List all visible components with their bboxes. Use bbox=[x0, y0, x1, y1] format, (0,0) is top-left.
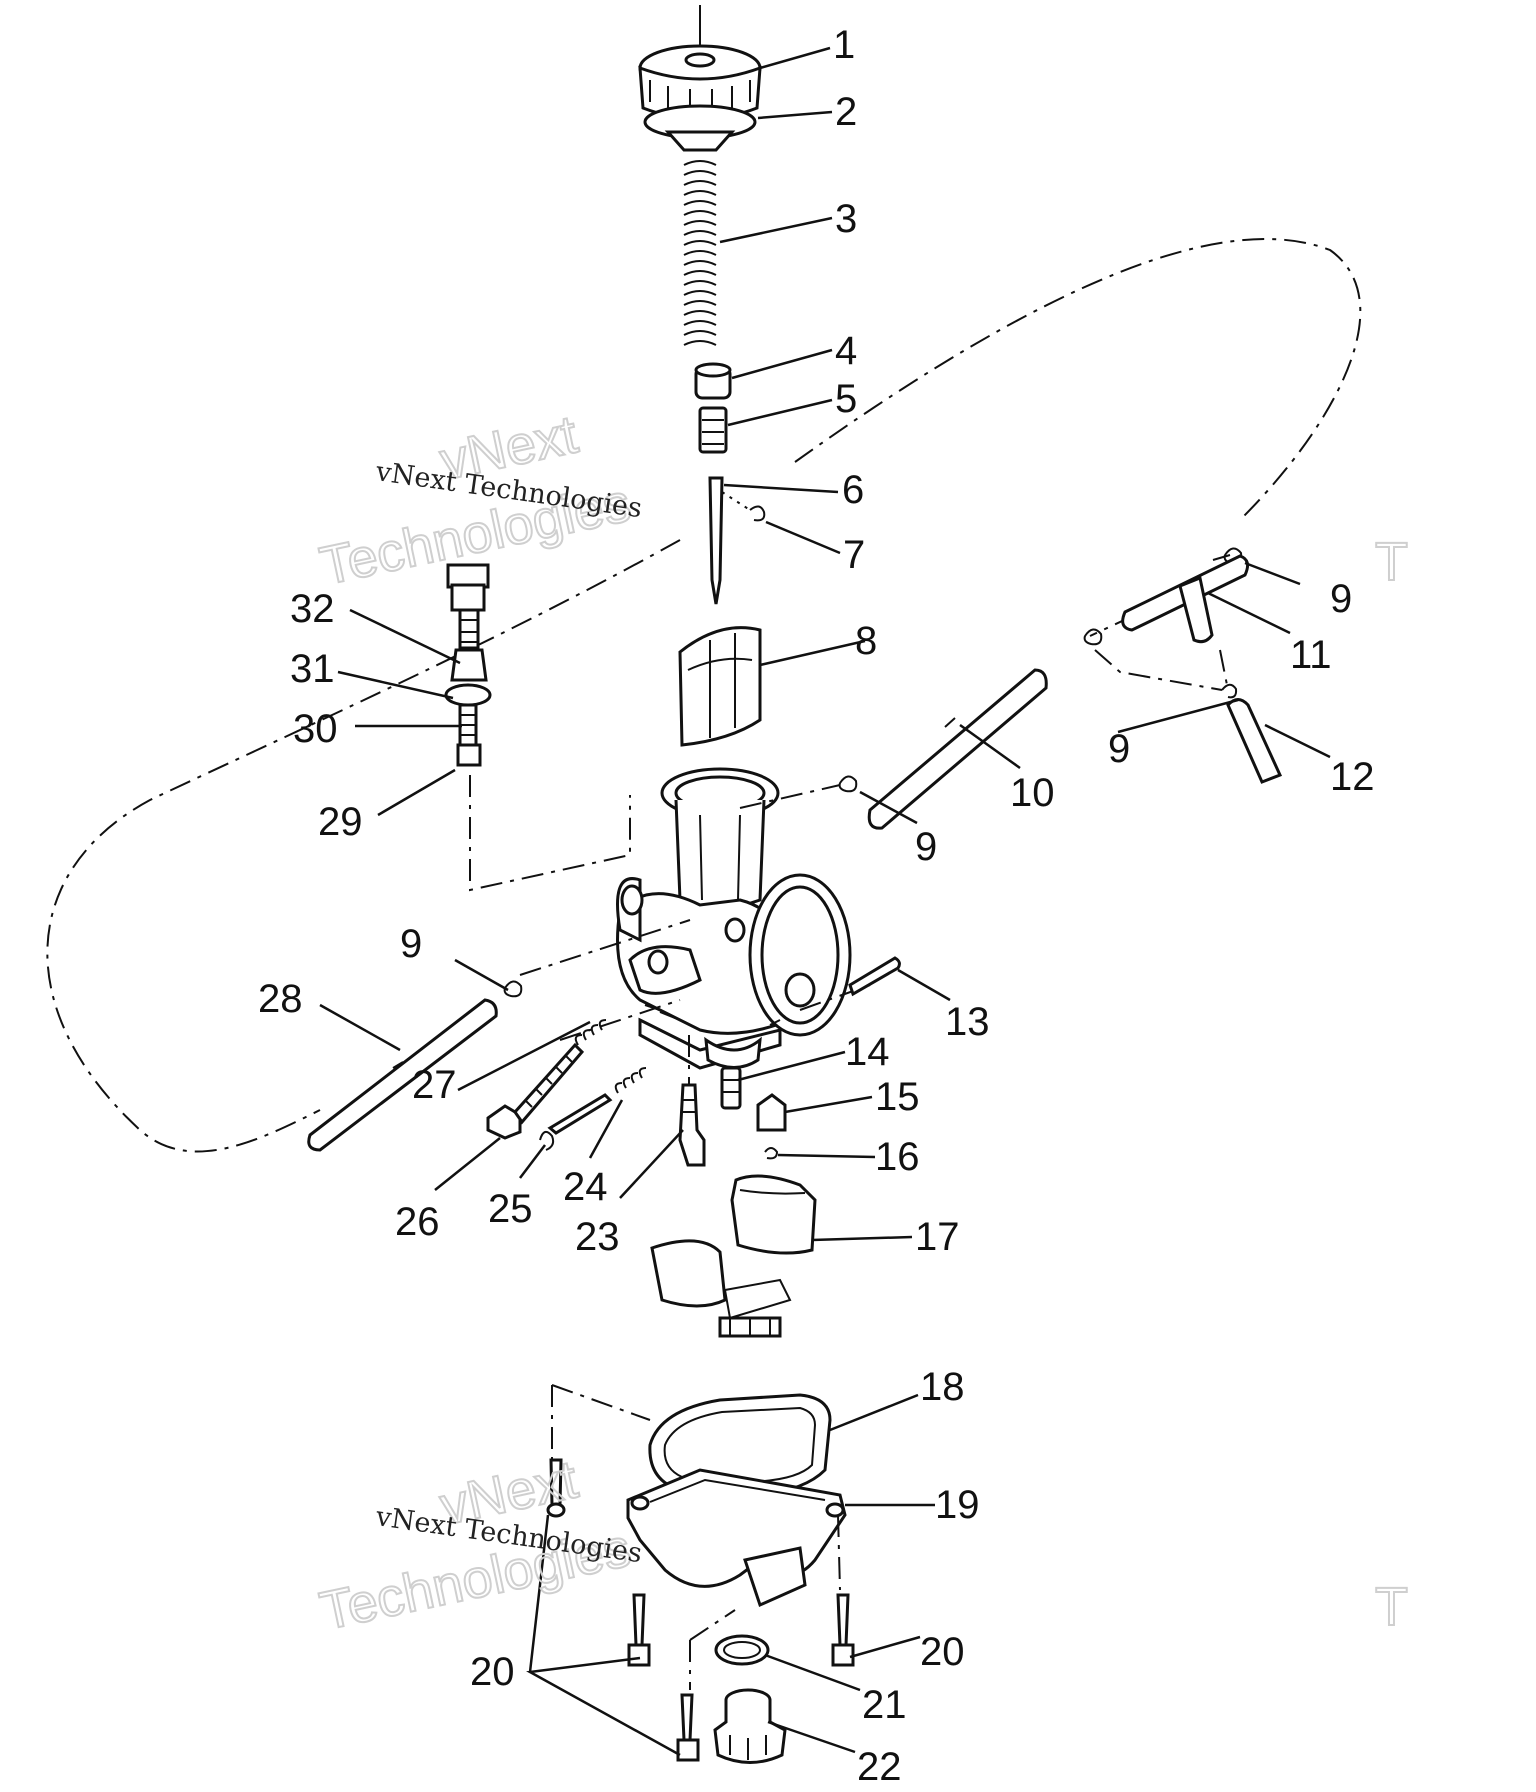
vent-hose-right bbox=[867, 668, 1048, 830]
vent-hose-left bbox=[307, 998, 498, 1152]
callout-20-right: 20 bbox=[920, 1630, 965, 1674]
pilot-air-screw bbox=[848, 956, 901, 997]
callout-20-left: 20 bbox=[470, 1650, 515, 1694]
watermark-lower: vNext Technologies vNext Technologies bbox=[314, 1448, 644, 1642]
callout-28: 28 bbox=[258, 977, 303, 1021]
callout-32: 32 bbox=[290, 587, 335, 631]
hose-clamp bbox=[1221, 683, 1238, 699]
callout-11: 11 bbox=[1290, 633, 1332, 677]
callout-9-left: 9 bbox=[400, 922, 422, 966]
jet-needle bbox=[708, 476, 724, 605]
needle-clip bbox=[749, 505, 766, 522]
callout-21: 21 bbox=[862, 1683, 907, 1727]
callout-14: 14 bbox=[845, 1030, 890, 1074]
callout-13: 13 bbox=[945, 1000, 990, 1044]
cable-loop bbox=[794, 238, 1362, 521]
callout-5: 5 bbox=[835, 377, 857, 421]
needle-jet bbox=[678, 1083, 706, 1167]
callout-10: 10 bbox=[1010, 771, 1055, 815]
throttle-spring bbox=[683, 160, 717, 346]
carb-top-cap bbox=[638, 5, 762, 152]
idle-screw-spring bbox=[614, 1067, 647, 1094]
callout-30: 30 bbox=[293, 707, 338, 751]
callout-23: 23 bbox=[575, 1215, 620, 1259]
callout-17: 17 bbox=[915, 1215, 960, 1259]
needle-holder bbox=[698, 406, 728, 454]
callout-9-body: 9 bbox=[915, 825, 937, 869]
callout-16: 16 bbox=[875, 1135, 920, 1179]
float bbox=[650, 1174, 817, 1338]
o-ring bbox=[714, 1634, 770, 1666]
carburetor-body bbox=[616, 767, 852, 1070]
float-valve-clip bbox=[764, 1147, 779, 1160]
throttle-slide bbox=[678, 626, 762, 747]
callout-3: 3 bbox=[835, 197, 857, 241]
vent-tube bbox=[1226, 698, 1283, 784]
callout-6: 6 bbox=[842, 468, 864, 512]
float-bowl bbox=[626, 1468, 847, 1608]
float-valve bbox=[756, 1093, 787, 1132]
tee-fitting bbox=[1121, 554, 1250, 644]
watermark-edge-letter: T bbox=[1375, 532, 1408, 592]
callout-2: 2 bbox=[835, 90, 857, 134]
callout-25: 25 bbox=[488, 1187, 533, 1231]
float-bowl-screw bbox=[831, 1593, 855, 1667]
callout-9-right: 9 bbox=[1330, 577, 1352, 621]
callout-29: 29 bbox=[318, 800, 363, 844]
callout-19: 19 bbox=[935, 1483, 980, 1527]
callout-7: 7 bbox=[843, 533, 865, 577]
needle-retainer bbox=[694, 362, 732, 400]
hose-clamp bbox=[503, 980, 523, 998]
float-bowl-screw bbox=[676, 1693, 700, 1762]
callout-4: 4 bbox=[835, 329, 857, 373]
float-bowl-screw bbox=[546, 1458, 566, 1518]
callout-26: 26 bbox=[395, 1200, 440, 1244]
cable-adjuster bbox=[444, 563, 492, 767]
float-bowl-screw bbox=[627, 1593, 651, 1667]
idle-screw-spring-upper bbox=[574, 1019, 607, 1046]
callout-27: 27 bbox=[412, 1063, 457, 1107]
pilot-screw bbox=[539, 1093, 613, 1151]
drain-plug bbox=[713, 1688, 787, 1764]
hose-clamp bbox=[1083, 628, 1103, 646]
callout-15: 15 bbox=[875, 1075, 920, 1119]
callout-22: 22 bbox=[857, 1745, 902, 1789]
idle-adjust-screw bbox=[486, 1042, 585, 1140]
callout-18: 18 bbox=[920, 1365, 965, 1409]
watermark-edge-letter: T bbox=[1375, 1577, 1408, 1637]
callout-8: 8 bbox=[855, 619, 877, 663]
callout-12: 12 bbox=[1330, 755, 1375, 799]
hose-clamp bbox=[838, 775, 858, 793]
cable-loop-left bbox=[46, 539, 681, 1153]
callout-31: 31 bbox=[290, 647, 335, 691]
pilot-jet bbox=[720, 1066, 742, 1110]
callout-9-mid: 9 bbox=[1108, 727, 1130, 771]
callout-1: 1 bbox=[833, 23, 855, 67]
callout-24: 24 bbox=[563, 1165, 608, 1209]
